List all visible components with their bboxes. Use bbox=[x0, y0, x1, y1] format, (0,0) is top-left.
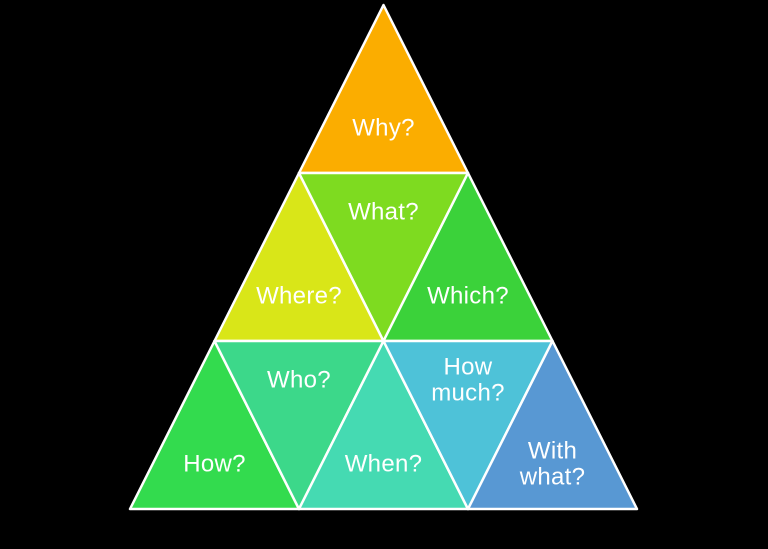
cell-shape-with-what bbox=[466, 339, 639, 511]
cell-where: Where? bbox=[213, 171, 385, 343]
cell-label-how-much-line2: much? bbox=[431, 380, 505, 407]
cell-label-how-much-line1: How bbox=[444, 354, 493, 381]
cell-label-with-what-line1: With bbox=[528, 438, 577, 465]
cell-label-what: What? bbox=[348, 199, 419, 226]
cell-label-with-what-line2: what? bbox=[519, 464, 586, 491]
cell-label-when: When? bbox=[345, 451, 423, 478]
cell-label-which: Which? bbox=[427, 283, 509, 310]
cell-why: Why? bbox=[297, 3, 470, 175]
cell-shape-why bbox=[297, 3, 470, 175]
cell-label-where: Where? bbox=[256, 283, 342, 310]
cell-label-why: Why? bbox=[352, 115, 415, 142]
cell-label-how: How? bbox=[183, 451, 246, 478]
cell-which: Which? bbox=[382, 171, 554, 343]
cell-label-who: Who? bbox=[267, 367, 331, 394]
